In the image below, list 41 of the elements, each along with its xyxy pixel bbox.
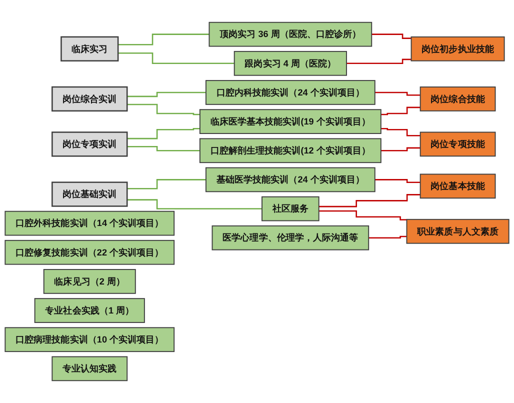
node-box: 岗位基础实训 (52, 182, 128, 207)
node-box: 岗位专项实训 (52, 132, 128, 157)
node-box: 临床见习（2 周） (43, 269, 136, 294)
connector (372, 34, 412, 39)
node-box: 顶岗实习 36 周（医院、口腔诊所） (208, 22, 372, 47)
node-box: 岗位基本技能 (420, 174, 496, 199)
connector (380, 147, 420, 152)
connector (118, 34, 210, 46)
connector (127, 199, 262, 210)
node-box: 口腔病理技能实训（10 个实训项目） (4, 327, 175, 352)
connector (127, 128, 200, 140)
node-box: 岗位综合技能 (420, 86, 496, 112)
node-box: 临床实习 (60, 36, 119, 62)
node-box: 岗位初步执业技能 (410, 36, 505, 62)
node-box: 口腔内科技能实训（24 个实训项目） (205, 80, 376, 105)
node-box: 口腔修复技能实训（22 个实训项目） (4, 240, 175, 265)
node-box: 职业素质与人文素质 (406, 218, 510, 244)
connector (374, 92, 420, 96)
connector (346, 58, 412, 64)
node-box: 社区服务 (262, 196, 320, 222)
node-box: 医学心理学、伦理学，人际沟通等 (212, 225, 370, 250)
connector (380, 106, 420, 116)
connector (380, 128, 420, 136)
connector (127, 104, 200, 116)
node-box: 跟岗实习 4 周（医院） (234, 50, 347, 76)
connector (127, 179, 206, 190)
connector (368, 236, 407, 238)
connector (127, 92, 206, 98)
connector (127, 146, 200, 152)
node-box: 专业社会实践（1 周） (34, 298, 145, 323)
node-box: 临床医学基本技能实训(19 个实训项目） (199, 109, 382, 134)
node-box: 基础医学技能实训（24 个实训项目） (205, 167, 376, 192)
connector (318, 210, 407, 220)
connector (118, 52, 234, 64)
node-box: 专业认知实践 (52, 356, 128, 382)
node-box: 岗位综合实训 (52, 86, 128, 112)
node-box: 岗位专项技能 (420, 132, 496, 157)
connector (374, 179, 420, 184)
node-box: 口腔外科技能实训（14 个实训项目） (4, 210, 175, 236)
connector (318, 194, 420, 208)
node-box: 口腔解剖生理技能实训(12 个实训项目） (199, 138, 382, 164)
